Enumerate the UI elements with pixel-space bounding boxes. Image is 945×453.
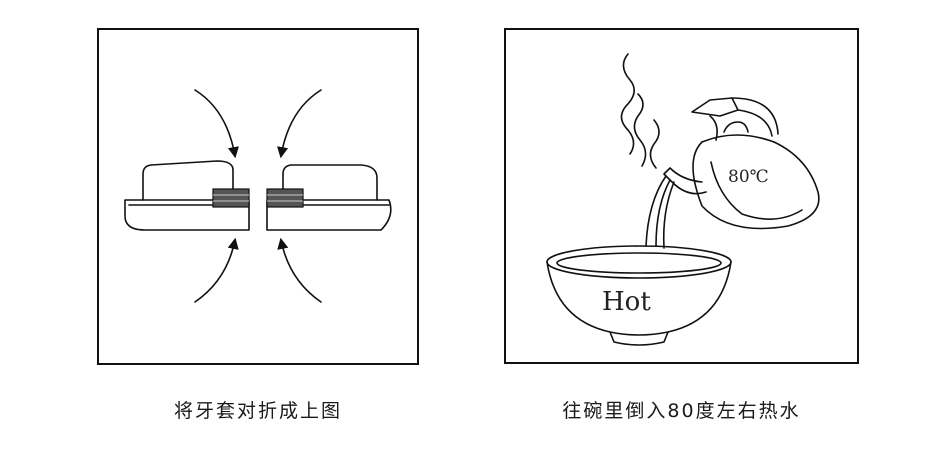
kettle-temperature-label: 80℃: [728, 167, 769, 187]
fold-illustration-panel: [97, 28, 419, 365]
hot-water-illustration-panel: 80℃ Hot: [504, 28, 859, 364]
bowl-hot-label: Hot: [602, 287, 651, 317]
arrow-bottom-right-icon: [277, 237, 322, 303]
arrow-top-left-icon: [194, 89, 239, 159]
mouthguard-right-half: [266, 164, 392, 231]
steam-icon: [620, 53, 660, 169]
pour-diagram: 80℃ Hot: [546, 53, 820, 346]
mouthguard-left-half: [124, 160, 250, 231]
hot-water-caption: 往碗里倒入80度左右热水: [562, 400, 801, 422]
arrow-top-right-icon: [277, 89, 322, 159]
arrow-bottom-left-icon: [194, 237, 239, 303]
fold-diagram: [124, 89, 392, 303]
fold-caption: 将牙套对折成上图: [173, 400, 342, 422]
bowl-icon: Hot: [546, 245, 732, 346]
kettle-icon: 80℃: [663, 97, 820, 230]
water-stream: [645, 175, 675, 249]
